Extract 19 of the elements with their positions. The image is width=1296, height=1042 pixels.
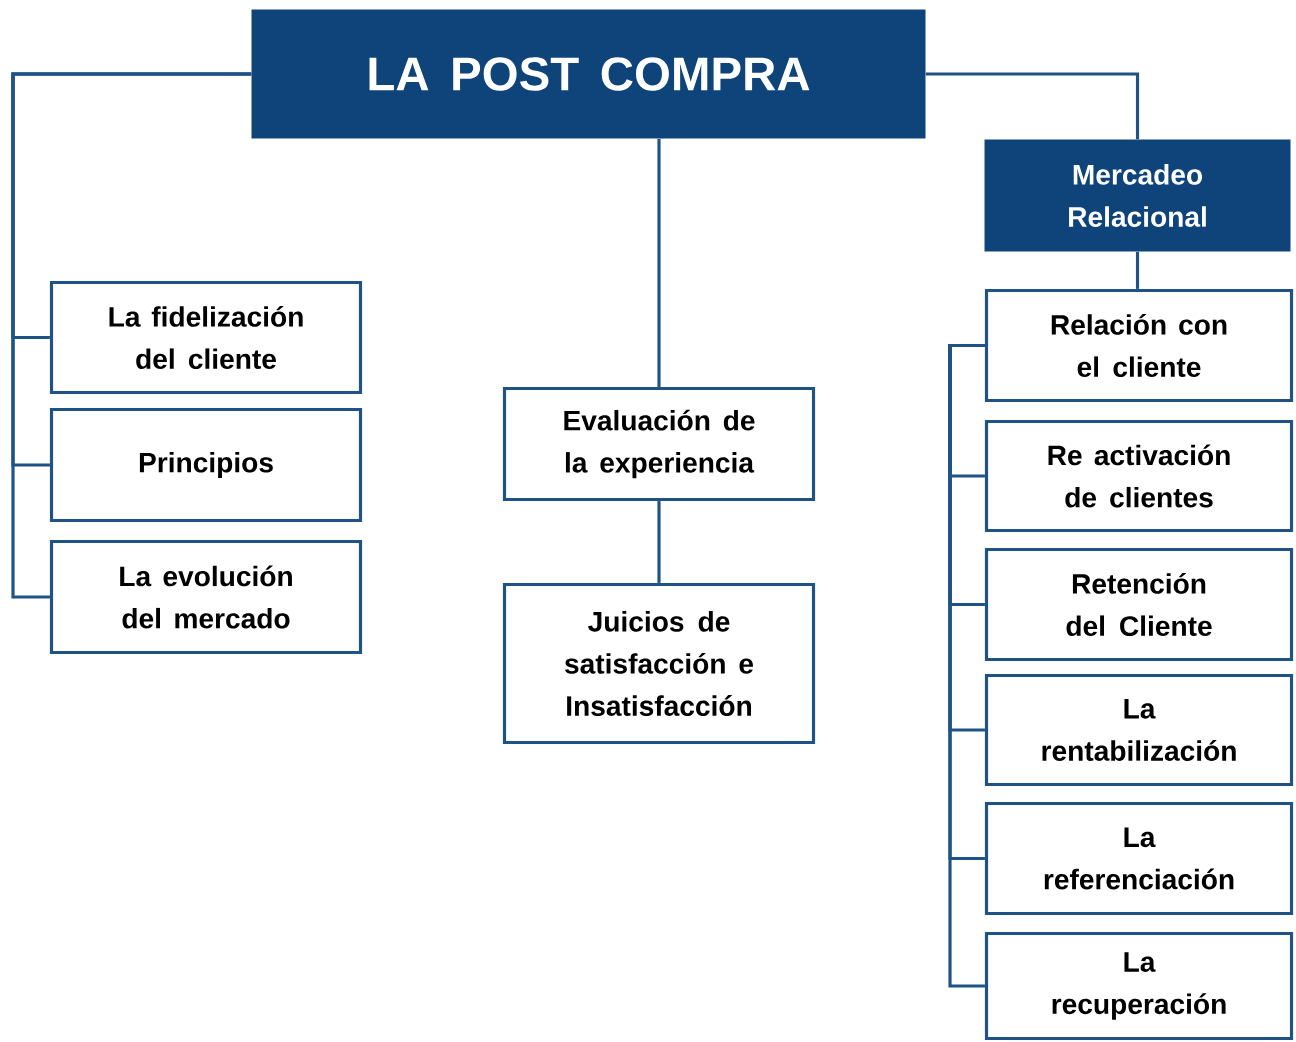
topic-box: Evaluación de la experiencia xyxy=(502,386,816,502)
topic-box: La referenciación xyxy=(984,801,1294,916)
connector-line xyxy=(948,343,985,988)
topic-box: Re activación de clientes xyxy=(984,419,1294,533)
connector-line xyxy=(657,138,661,387)
topic-box: La rentabilización xyxy=(984,673,1294,787)
topic-box: Principios xyxy=(49,407,363,523)
connector-line xyxy=(11,72,252,599)
connector-line xyxy=(657,501,661,583)
topic-box: La fidelización del cliente xyxy=(49,280,363,395)
topic-box: Relación con el cliente xyxy=(984,288,1294,403)
connector-line xyxy=(925,72,1140,140)
connector-line xyxy=(1135,251,1140,289)
heading-box: Mercadeo Relacional xyxy=(984,139,1291,252)
topic-box: La recuperación xyxy=(984,931,1294,1041)
topic-box: Juicios de satisfacción e Insatisfacción xyxy=(502,582,816,745)
topic-box: Retención del Cliente xyxy=(984,547,1294,662)
topic-box: La evolución del mercado xyxy=(49,539,363,655)
heading-box: LA POST COMPRA xyxy=(251,9,926,139)
